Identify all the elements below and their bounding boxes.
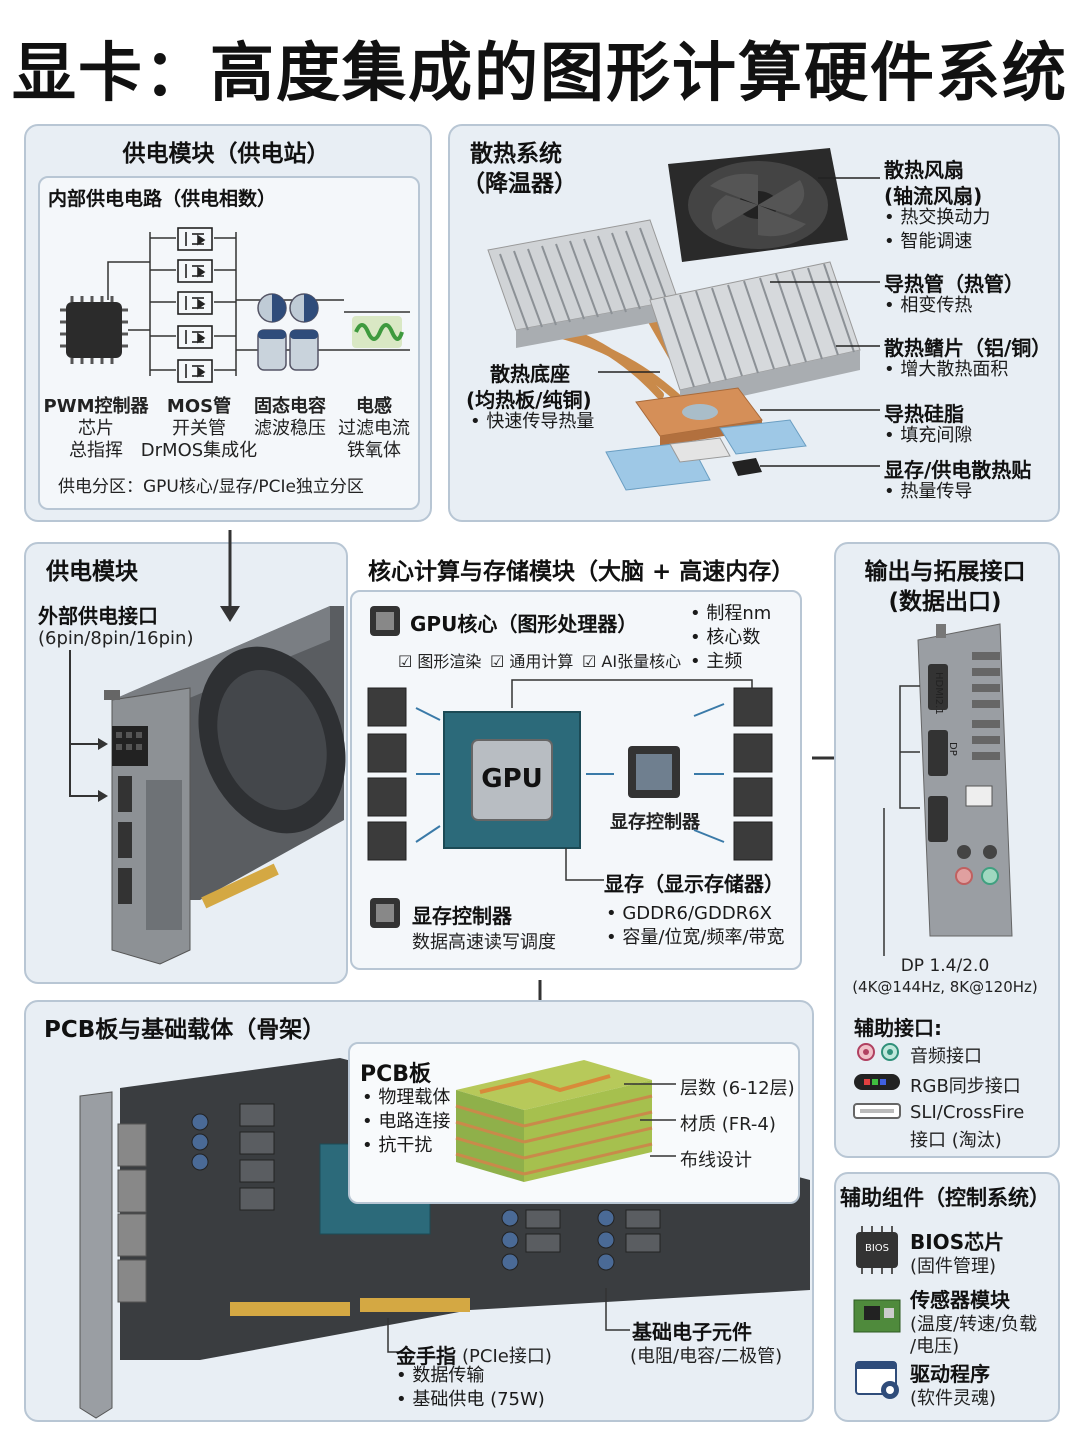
gpu-check-3: ☑ AI张量核心: [582, 652, 682, 671]
driver-sub: (软件灵魂): [910, 1388, 997, 1409]
mem-controller-small-label: 显存控制器: [610, 812, 700, 833]
gpu-check-2: ☑ 通用计算: [490, 652, 574, 671]
pcb-box-title: PCB板: [360, 1062, 432, 1087]
mem-controller-desc: 数据高速读写调度: [412, 932, 556, 953]
aux-sli-label-2: 接口 (淘汰): [910, 1130, 1002, 1151]
base-bullets: 快速传导热量: [470, 410, 594, 434]
base-bullet: 快速传导热量: [470, 410, 594, 434]
gpu-spec: 主频: [690, 650, 771, 674]
capacitor-label: 固态电容: [254, 396, 326, 417]
pcb-bullet: 电路连接: [362, 1110, 450, 1134]
fins-bullet: 增大散热面积: [884, 358, 1008, 382]
bios-chip-text: BIOS: [864, 1243, 890, 1254]
fan-bullet: 智能调速: [884, 230, 990, 254]
pcb-heading: PCB板与基础载体（骨架）: [44, 1017, 326, 1043]
pwm-line3: 总指挥: [69, 440, 123, 461]
pwm-line2: 芯片: [78, 418, 114, 439]
base-title-2: (均热板/纯铜): [466, 388, 592, 412]
gpu-spec: 制程nm: [690, 602, 771, 626]
output-heading-1: 输出与拓展接口: [864, 559, 1026, 585]
gpu-spec: 核心数: [690, 626, 771, 650]
gpu-check-1: ☑ 图形渲染: [398, 652, 482, 671]
fan-bullets: 热交换动力 智能调速: [884, 206, 990, 254]
power-module-heading: 供电模块: [46, 559, 138, 585]
inductor-line2: 过滤电流: [338, 418, 410, 439]
power-zoning-text: 供电分区：GPU核心/显存/PCIe独立分区: [58, 477, 364, 497]
basic-components-title: 基础电子元件: [632, 1320, 752, 1344]
base-title-1: 散热底座: [490, 362, 570, 386]
fan-title-2: (轴流风扇): [884, 184, 983, 208]
vram-bullets: GDDR6/GDDR6X 容量/位宽/频率/带宽: [606, 902, 785, 950]
hdmi-port-label: HDMI2.1: [933, 672, 944, 715]
pcb-routing-label: 布线设计: [680, 1150, 752, 1171]
mos-label: MOS管: [166, 396, 232, 417]
aux-ports-title: 辅助接口:: [854, 1016, 942, 1040]
pcb-bullet: 物理载体: [362, 1086, 450, 1110]
inductor-label: 电感: [356, 396, 392, 417]
aux-rgb-label: RGB同步接口: [910, 1076, 1021, 1097]
paste-bullet: 填充间隙: [884, 424, 972, 448]
mos-line2: 开关管: [172, 418, 226, 439]
bios-title: BIOS芯片: [910, 1230, 1005, 1254]
heatpipe-bullets: 相变传热: [884, 294, 972, 318]
gold-finger-sub: (PCIe接口): [462, 1346, 552, 1367]
dp-spec-2: (4K@144Hz, 8K@120Hz): [852, 978, 1038, 996]
dp-spec-1: DP 1.4/2.0: [900, 956, 990, 976]
gold-bullet: 基础供电 (75W): [396, 1388, 544, 1412]
fan-bullet: 热交换动力: [884, 206, 990, 230]
pads-bullets: 热量传导: [884, 480, 972, 504]
pwm-label: PWM控制器: [43, 396, 149, 417]
pcb-material-label: 材质 (FR-4): [680, 1114, 776, 1135]
gold-finger-bullets: 数据传输 基础供电 (75W): [396, 1364, 545, 1412]
pcb-box-bullets: 物理载体 电路连接 抗干扰: [362, 1086, 450, 1158]
mem-controller-title: 显存控制器: [412, 904, 512, 928]
paste-title: 导热硅脂: [884, 402, 964, 426]
core-heading: 核心计算与存储模块（大脑 + 高速内存）: [368, 559, 795, 585]
paste-bullets: 填充间隙: [884, 424, 972, 448]
ext-power-sub: (6pin/8pin/16pin): [38, 628, 194, 649]
output-heading-2: (数据出口): [888, 589, 1002, 615]
pcb-layers-label: 层数 (6-12层): [680, 1078, 795, 1099]
driver-title: 驱动程序: [910, 1362, 990, 1386]
heatpipe-bullet: 相变传热: [884, 294, 972, 318]
fins-title: 散热鳍片（铝/铜）: [884, 336, 1052, 360]
aux-sli-label: SLI/CrossFire: [910, 1102, 1025, 1123]
vram-bullet: GDDR6/GDDR6X: [606, 902, 785, 926]
ext-power-title: 外部供电接口: [38, 604, 158, 628]
page-title: 显卡：高度集成的图形计算硬件系统: [12, 37, 1068, 111]
gpu-spec-list: 制程nm 核心数 主频: [690, 602, 771, 674]
bios-sub: (固件管理): [910, 1256, 997, 1277]
basic-components-sub: (电阻/电容/二极管): [630, 1346, 783, 1367]
sensor-sub-2: /电压): [910, 1336, 960, 1357]
gold-bullet: 数据传输: [396, 1364, 545, 1388]
aux-audio-label: 音频接口: [910, 1046, 982, 1067]
gpu-core-title: GPU核心（图形处理器）: [410, 612, 638, 636]
sensor-title: 传感器模块: [910, 1288, 1010, 1312]
fan-title-1: 散热风扇: [884, 158, 964, 182]
internal-power-heading: 内部供电电路（供电相数）: [48, 188, 277, 210]
vram-bullet: 容量/位宽/频率/带宽: [606, 926, 784, 950]
sensor-sub-1: (温度/转速/负载: [910, 1314, 1038, 1335]
fins-bullets: 增大散热面积: [884, 358, 1008, 382]
pads-bullet: 热量传导: [884, 480, 972, 504]
cooling-heading-1: 散热系统: [470, 141, 562, 167]
aux-components-heading: 辅助组件（控制系统）: [840, 1186, 1050, 1210]
gpu-die-label: GPU: [481, 764, 543, 794]
pcb-bullet: 抗干扰: [362, 1134, 450, 1158]
cooling-heading-2: （降温器）: [462, 171, 577, 197]
dp-port-label: DP: [947, 742, 958, 756]
pads-title: 显存/供电散热贴: [884, 458, 1032, 482]
vram-title: 显存（显示存储器）: [604, 872, 784, 896]
heatpipe-title: 导热管（热管）: [884, 272, 1024, 296]
inductor-line3: 铁氧体: [347, 440, 401, 461]
power-supply-heading: 供电模块（供电站）: [122, 141, 330, 167]
mos-line3: DrMOS集成化: [140, 440, 258, 461]
capacitor-line2: 滤波稳压: [254, 418, 326, 439]
